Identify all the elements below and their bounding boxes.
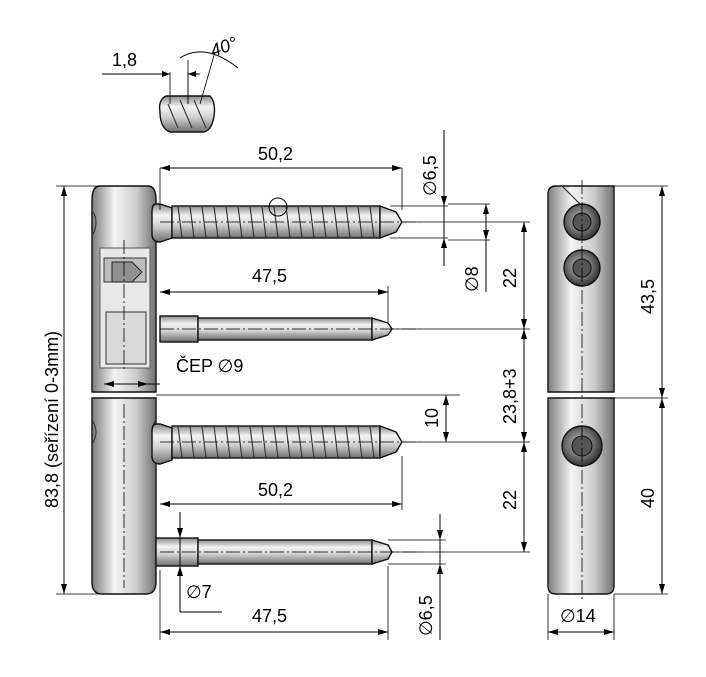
lower-screw: [151, 423, 420, 465]
thread-pitch-label: 1,8: [112, 50, 137, 70]
dim-screw-length-top: 50,2: [258, 144, 293, 164]
dim-gap-22-top: 22: [500, 268, 520, 288]
dim-right-bottom-height: 40: [638, 488, 658, 508]
dimensions: 50,2 ∅6,5 ∅8 22 47,5 ČEP ∅9: [42, 130, 668, 640]
dim-pin-diam-bottom-right: ∅6,5: [416, 595, 436, 636]
dim-pin-length-bottom: 47,5: [252, 606, 287, 626]
dim-head-diam: ∅8: [462, 266, 482, 292]
dim-pin-diam-bottom: ∅7: [186, 582, 212, 602]
dim-gap-10: 10: [422, 408, 442, 428]
dim-total-height: 83,8 (seřízení 0-3mm): [42, 331, 62, 508]
dim-screw-length-bottom: 50,2: [258, 480, 293, 500]
dim-pin-length-top: 47,5: [252, 266, 287, 286]
thread-detail: 1,8 40°: [102, 33, 240, 133]
thread-angle-label: 40°: [208, 33, 240, 61]
hinge-body-right: [547, 180, 615, 600]
dim-pin-label: ČEP ∅9: [176, 355, 243, 376]
lower-pin: [155, 537, 420, 567]
dim-gap-22-bottom: 22: [500, 490, 520, 510]
dim-body-diam: ∅14: [560, 606, 596, 626]
dim-right-top-height: 43,5: [638, 279, 658, 314]
hinge-body-left: [91, 185, 157, 595]
dim-screw-diam-top: ∅6,5: [420, 155, 440, 196]
upper-screw: [151, 197, 420, 243]
upper-pin: [159, 315, 420, 343]
dim-adj-range: 23,8+3: [500, 368, 520, 424]
